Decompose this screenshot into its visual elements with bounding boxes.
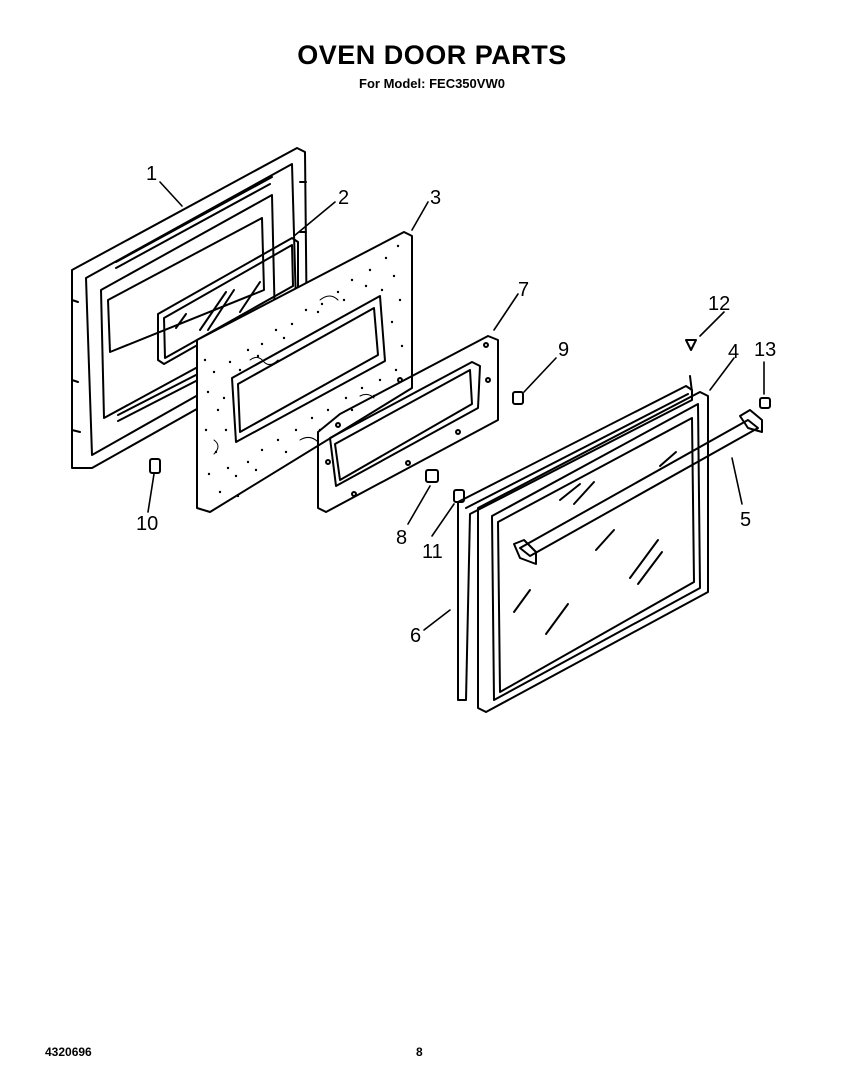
screw-10 xyxy=(149,458,161,474)
callout-6: 6 xyxy=(410,625,421,647)
callout-5: 5 xyxy=(740,509,751,531)
page-number: 8 xyxy=(416,1045,423,1059)
screw-13 xyxy=(759,397,771,409)
callout-12: 12 xyxy=(708,293,730,315)
callout-7: 7 xyxy=(518,279,529,301)
callout-labels: 1 2 3 4 5 6 7 8 9 10 11 12 13 xyxy=(136,163,776,647)
screw-parts xyxy=(149,339,771,503)
part-3-insulation xyxy=(196,231,413,513)
part-5-handle xyxy=(513,409,763,565)
screw-11 xyxy=(453,489,465,503)
model-subtitle: For Model: FEC350VW0 xyxy=(359,76,505,91)
callout-11: 11 xyxy=(422,541,443,563)
part-7-door-liner xyxy=(317,335,499,513)
callout-9: 9 xyxy=(558,339,569,361)
callout-8: 8 xyxy=(396,527,407,549)
part-4-outer-door-frame xyxy=(477,375,709,713)
callout-10: 10 xyxy=(136,513,158,535)
page-title: OVEN DOOR PARTS xyxy=(297,40,567,70)
callout-4: 4 xyxy=(728,341,739,363)
callout-13: 13 xyxy=(754,339,776,361)
screw-9 xyxy=(512,391,524,405)
callout-2: 2 xyxy=(338,187,349,209)
screw-12 xyxy=(685,339,697,351)
clip-8 xyxy=(425,469,439,483)
callout-1: 1 xyxy=(146,163,157,185)
document-number: 4320696 xyxy=(45,1045,92,1059)
part-6-outer-glass xyxy=(457,385,693,701)
leader-lines xyxy=(147,181,765,631)
callout-3: 3 xyxy=(430,187,441,209)
